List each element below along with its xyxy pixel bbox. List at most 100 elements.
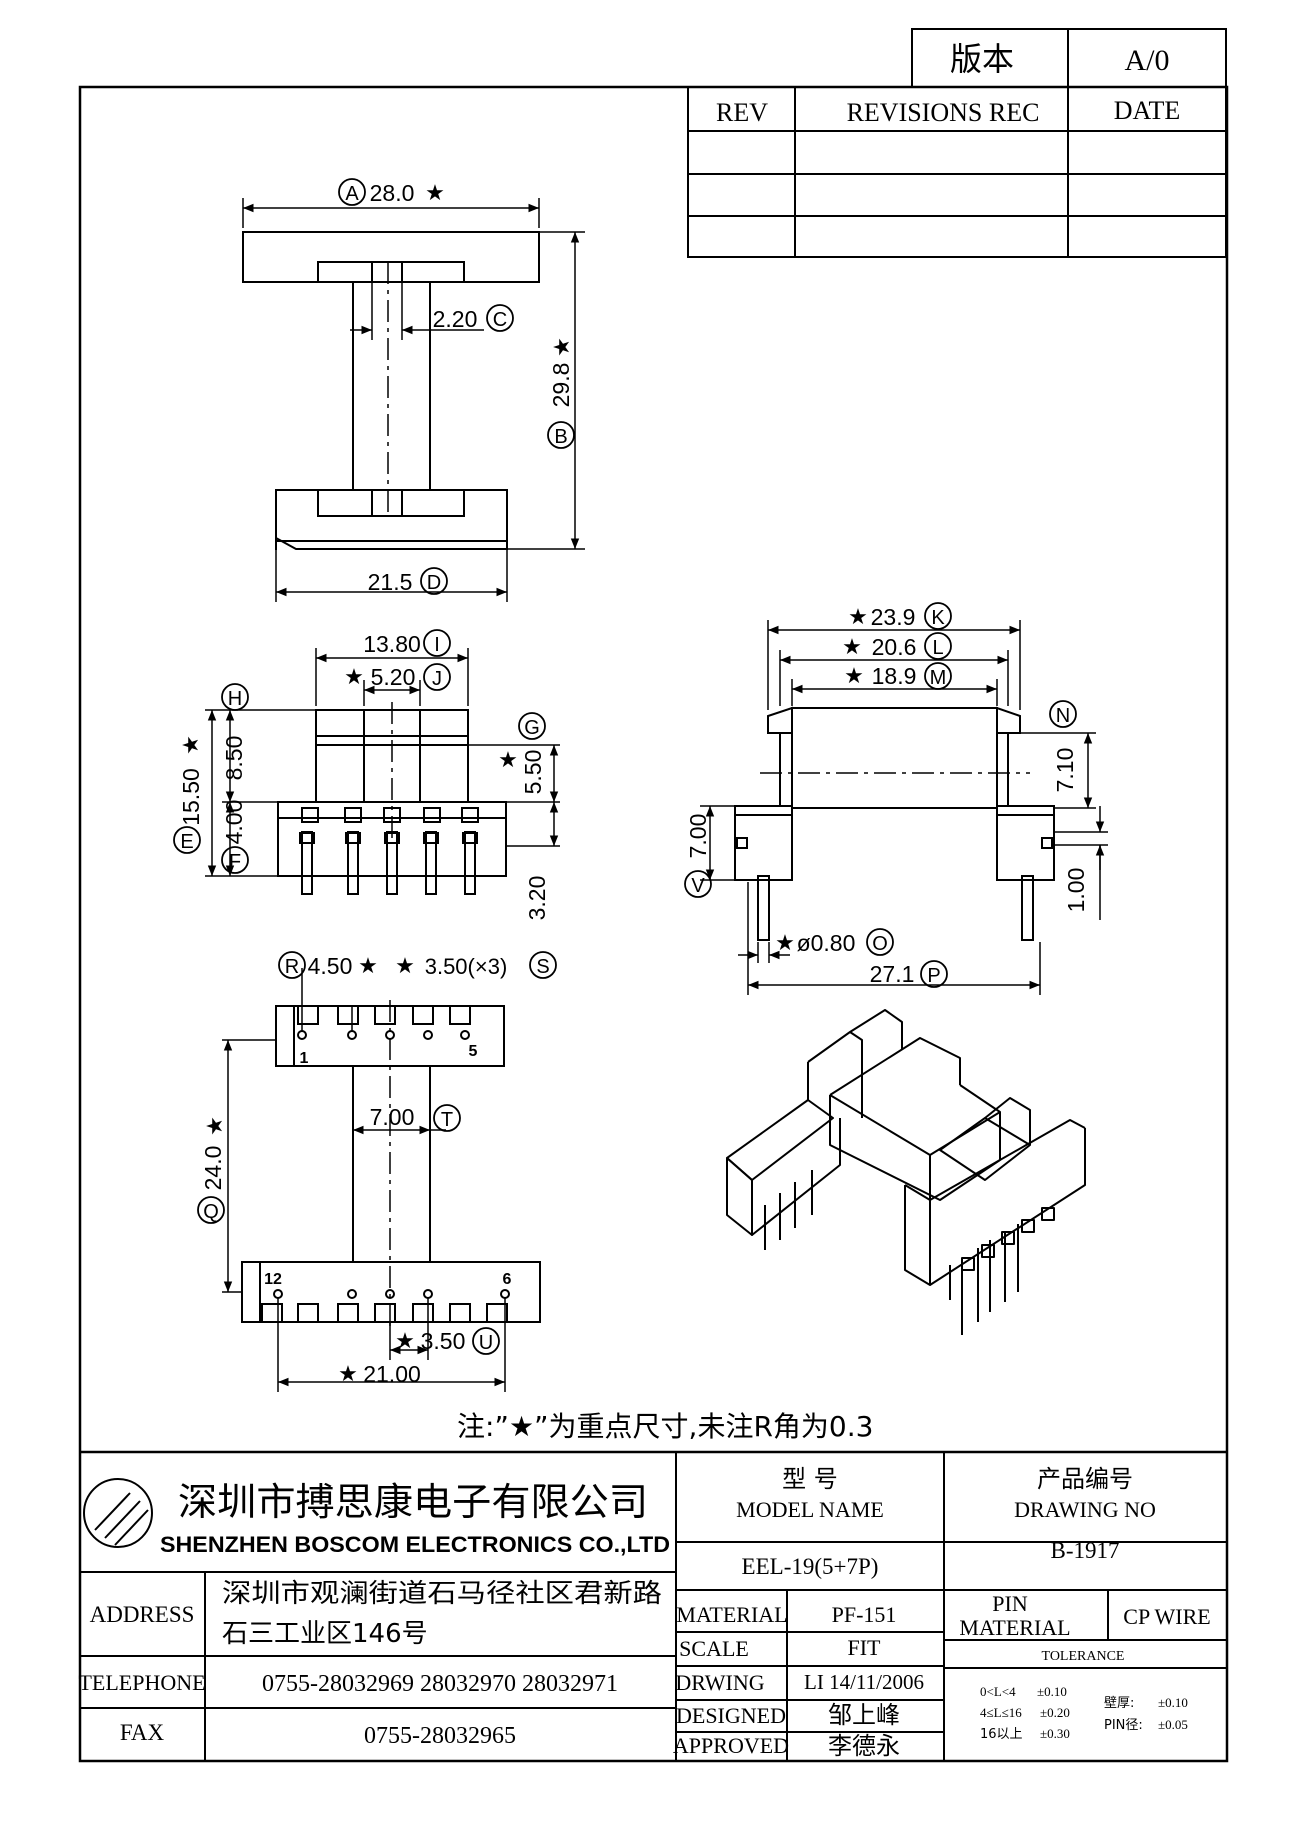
tolerance-range-2: 4≤L≤16 (980, 1705, 1022, 1720)
pin-12-label: 12 (264, 1271, 282, 1288)
telephone-value: 0755-28032969 28032970 28032971 (262, 1671, 618, 1697)
tolerance-value-2: ±0.20 (1040, 1705, 1070, 1720)
dim-j-circle: J (432, 668, 442, 690)
tolerance-range-1: 0<L<4 (980, 1684, 1016, 1699)
fax-value: 0755-28032965 (364, 1723, 516, 1749)
dim-e-star: ★ (178, 735, 203, 755)
drwing-value: LI 14/11/2006 (804, 1670, 924, 1694)
company-name-en: SHENZHEN BOSCOM ELECTRONICS CO.,LTD (160, 1532, 670, 1557)
model-name-cn: 型 号 (782, 1465, 838, 1493)
pin-diameter-value: ±0.05 (1158, 1717, 1188, 1732)
dim-l-star: ★ (842, 634, 862, 659)
tolerance-value-3: ±0.30 (1040, 1726, 1070, 1741)
wall-label: 壁厚: (1104, 1696, 1134, 1711)
dim-h-value: 8.50 (221, 736, 247, 781)
address-line2: 石三工业区146号 (222, 1619, 428, 1649)
dim-v-value: 7.00 (685, 814, 711, 859)
dim-f2-value: 3.20 (524, 876, 550, 921)
pin-diameter-label: PIN径: (1104, 1718, 1143, 1733)
drawing-no-cn: 产品编号 (1037, 1465, 1133, 1493)
scale-value: FIT (848, 1635, 882, 1660)
bottom-view (222, 968, 541, 1392)
dim-b-value: 29.8 (548, 363, 574, 408)
dim-p-circle: P (927, 965, 940, 987)
dim-l-circle: L (932, 637, 943, 659)
dim-r-star: ★ (358, 953, 378, 978)
note-text: 注:”★”为重点尺寸,未注R角为0.3 (457, 1410, 873, 1443)
dim-s-circle: S (536, 956, 549, 978)
model-value: EEL-19(5+7P) (742, 1554, 879, 1579)
dim-e-value: 15.50 (178, 768, 204, 826)
dim-n-value: 7.10 (1052, 748, 1078, 793)
dim-f-value: 4.00 (221, 800, 247, 845)
dim-r-circle: R (285, 956, 299, 978)
dim-a-value: 28.0 (370, 180, 415, 206)
dim-t-value: 7.00 (370, 1104, 415, 1130)
dim-s-star: ★ (395, 953, 415, 978)
pin-5-label: 5 (469, 1043, 478, 1060)
front-view-labels: 13.80 I ★ 5.20 J H 8.50 ★ 15.50 E 4.00 F… (173, 629, 550, 921)
pin-6-label: 6 (503, 1271, 512, 1288)
dim-i-value: 13.80 (363, 631, 421, 657)
side-view-labels: ★ 23.9 K ★ 20.6 L ★ 18.9 M N 7.10 1.00 7… (684, 602, 1089, 988)
revisions-table: REV REVISIONS REC DATE (687, 86, 1227, 258)
dim-m-star: ★ (844, 663, 864, 688)
dim-q-circle: Q (203, 1201, 219, 1223)
dim-g-value: 5.50 (520, 750, 546, 795)
dim-v2-value: 1.00 (1063, 868, 1089, 913)
wall-value: ±0.10 (1158, 1695, 1188, 1710)
dim-b-star: ★ (549, 337, 574, 357)
pin-1-label: 1 (300, 1050, 309, 1067)
dim-w-value: 21.00 (363, 1361, 421, 1387)
dim-b-circle: B (554, 426, 567, 448)
title-block (80, 1450, 1227, 1761)
tolerance-label: TOLERANCE (1042, 1649, 1125, 1664)
dim-p-value: 27.1 (870, 961, 915, 987)
dim-d-circle: D (427, 572, 441, 594)
address-line1: 深圳市观澜街道石马径社区君新路 (222, 1579, 662, 1609)
dim-w-star: ★ (338, 1361, 358, 1386)
drawing-no-en: DRAWING NO (1014, 1497, 1156, 1522)
dim-k-star: ★ (848, 604, 868, 629)
drawing-no-value: B-1917 (1051, 1538, 1120, 1563)
material-label: MATERIAL (676, 1602, 787, 1627)
dim-k-circle: K (931, 607, 945, 629)
address-label: ADDRESS (90, 1602, 195, 1627)
top-view-labels: A 28.0 ★ 2.20 C B 29.8 ★ 21.5 D (338, 178, 575, 595)
isometric-view (726, 1009, 1086, 1335)
dim-c-value: 2.20 (433, 306, 478, 332)
dim-h-circle: H (228, 688, 242, 710)
telephone-label: TELEPHONE (78, 1670, 205, 1695)
dim-t-circle: T (441, 1109, 453, 1131)
version-box: 版本 A/0 (911, 28, 1227, 88)
dim-o-circle: O (872, 933, 888, 955)
pin-material-line1: PIN (992, 1591, 1028, 1616)
version-value: A/0 (1125, 44, 1170, 77)
designed-label: DESIGNED (676, 1703, 786, 1728)
fax-label: FAX (120, 1720, 165, 1745)
dim-s-value: 3.50(×3) (425, 954, 508, 979)
dim-l-value: 20.6 (872, 634, 917, 660)
dim-g-circle: G (524, 717, 540, 739)
company-logo-icon (83, 1478, 153, 1548)
dim-e-circle: E (180, 831, 193, 853)
approved-value: 李德永 (828, 1732, 900, 1760)
scale-label: SCALE (679, 1636, 749, 1661)
front-view (205, 648, 560, 895)
tolerance-range-3: 16以上 (980, 1727, 1023, 1742)
dim-g-star: ★ (498, 747, 518, 772)
dim-j-star: ★ (344, 664, 364, 689)
dim-m-circle: M (930, 667, 947, 689)
approved-label: APPROVED (673, 1733, 789, 1758)
dim-q-star: ★ (202, 1116, 227, 1136)
date-header: DATE (1114, 96, 1180, 125)
top-view (242, 198, 585, 602)
dim-j-value: 5.20 (371, 664, 416, 690)
dim-c-circle: C (493, 309, 507, 331)
dim-a-star: ★ (425, 180, 445, 205)
dim-m-value: 18.9 (872, 663, 917, 689)
pin-material-value: CP WIRE (1123, 1604, 1210, 1629)
dim-q-value: 24.0 (200, 1146, 226, 1191)
dim-n-circle: N (1056, 705, 1070, 727)
